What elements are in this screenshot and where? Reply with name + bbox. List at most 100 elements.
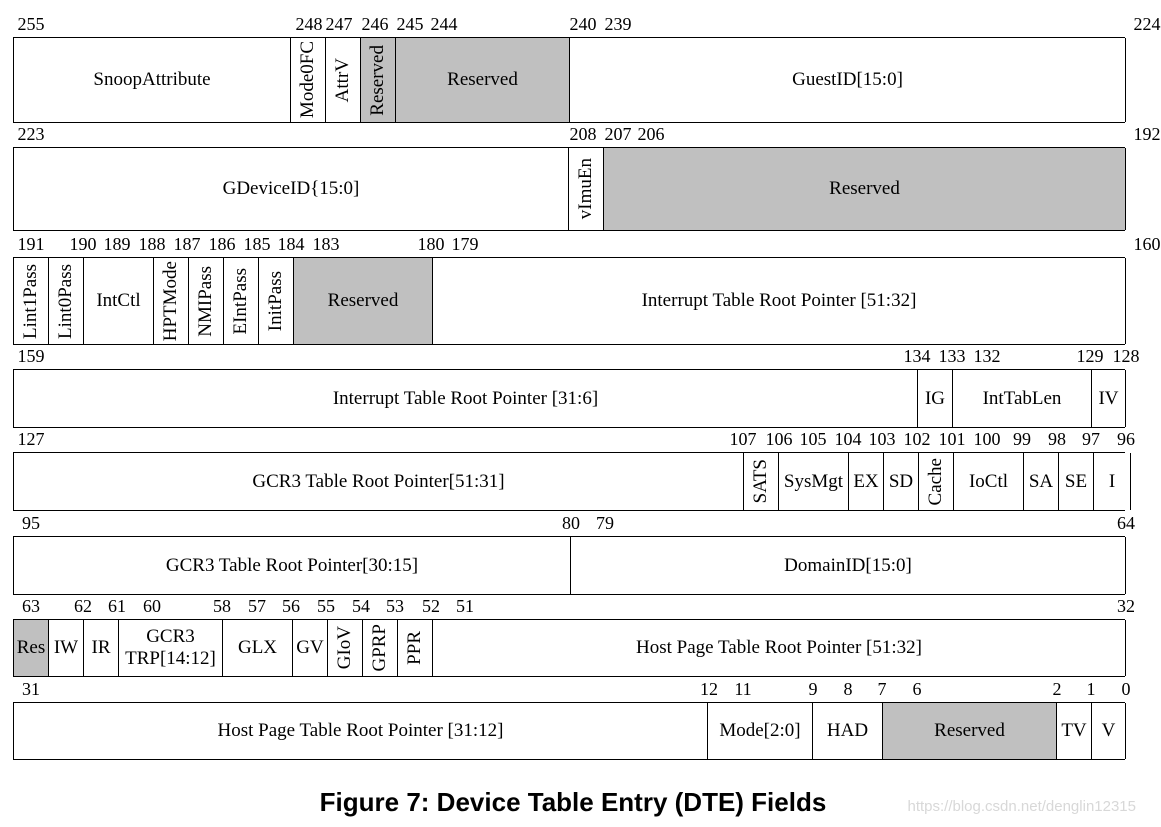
bit-field: Cache bbox=[919, 453, 954, 510]
bit-field: GLX bbox=[223, 620, 293, 676]
bit-field: GDeviceID{15:0] bbox=[14, 148, 569, 230]
bit-number: 187 bbox=[173, 234, 201, 254]
field-label: IntTabLen bbox=[982, 387, 1062, 409]
bit-field: SA bbox=[1024, 453, 1059, 510]
bit-field: SysMgt bbox=[779, 453, 849, 510]
field-label: IntCtl bbox=[96, 290, 141, 311]
field-label: SE bbox=[1064, 470, 1088, 492]
field-label: GCR3 Table Root Pointer[51:31] bbox=[252, 470, 505, 492]
bit-field: IW bbox=[49, 620, 84, 676]
bit-field: V bbox=[1092, 703, 1126, 759]
field-label: InitPass bbox=[265, 270, 286, 332]
bit-number: 2 bbox=[1052, 679, 1062, 699]
field-label: Reserved bbox=[934, 720, 1005, 741]
bit-field: NMIPass bbox=[189, 258, 224, 344]
bit-number: 79 bbox=[596, 513, 614, 533]
register-row: Host Page Table Root Pointer [31:12] Mode… bbox=[13, 702, 1126, 760]
bit-field: SE bbox=[1059, 453, 1094, 510]
field-label: EX bbox=[853, 470, 879, 492]
bit-field: EIntPass bbox=[224, 258, 259, 344]
bit-field: HPTMode bbox=[154, 258, 189, 344]
field-label: IV bbox=[1098, 387, 1119, 409]
bit-number: 9 bbox=[808, 679, 818, 699]
bit-number: 11 bbox=[734, 679, 752, 699]
field-label: I bbox=[1108, 470, 1116, 492]
bit-field: GCR3 Table Root Pointer[30:15] bbox=[14, 537, 571, 594]
bit-number: 100 bbox=[973, 429, 1001, 449]
bit-number: 98 bbox=[1048, 429, 1066, 449]
field-label: Mode[2:0] bbox=[719, 720, 801, 741]
bit-number: 192 bbox=[1133, 124, 1161, 144]
bit-field: GCR3 TRP[14:12] bbox=[119, 620, 223, 676]
bit-number: 129 bbox=[1076, 346, 1104, 366]
field-label: TV bbox=[1061, 720, 1087, 741]
field-label: vImuEn bbox=[575, 158, 596, 220]
bit-number: 128 bbox=[1112, 346, 1140, 366]
bit-number: 55 bbox=[317, 596, 335, 616]
bit-number: 206 bbox=[637, 124, 665, 144]
bit-number: 61 bbox=[108, 596, 126, 616]
field-label: SnoopAttribute bbox=[93, 69, 211, 90]
bit-number: 12 bbox=[700, 679, 718, 699]
bit-number: 32 bbox=[1117, 596, 1135, 616]
bit-number: 64 bbox=[1117, 513, 1135, 533]
field-label: IR bbox=[91, 637, 111, 658]
bit-field: IoCtl bbox=[954, 453, 1024, 510]
field-label: Reserved bbox=[367, 44, 388, 116]
field-label: IG bbox=[924, 387, 946, 409]
reserved-field: Res bbox=[14, 620, 49, 676]
bit-number: 159 bbox=[17, 346, 45, 366]
bit-number: 0 bbox=[1121, 679, 1131, 699]
field-label: HAD bbox=[826, 720, 869, 741]
field-label: GCR3 Table Root Pointer[30:15] bbox=[165, 554, 419, 576]
bit-number: 239 bbox=[604, 14, 632, 34]
field-label: GPRP bbox=[369, 624, 390, 672]
field-label: SD bbox=[888, 470, 914, 492]
reserved-field: Reserved bbox=[361, 38, 396, 122]
field-label: GLX bbox=[237, 637, 278, 658]
bit-number: 80 bbox=[562, 513, 580, 533]
bit-field: IR bbox=[84, 620, 119, 676]
bit-number: 51 bbox=[456, 596, 474, 616]
bit-number: 95 bbox=[22, 513, 40, 533]
register-row: GCR3 Table Root Pointer[51:31] SATS SysMgt… bbox=[13, 452, 1131, 511]
bit-number: 185 bbox=[243, 234, 271, 254]
bit-number: 208 bbox=[569, 124, 597, 144]
bit-number: 97 bbox=[1082, 429, 1100, 449]
reserved-field: Reserved bbox=[883, 703, 1057, 759]
bit-number: 244 bbox=[430, 14, 458, 34]
bit-number: 7 bbox=[877, 679, 887, 699]
bit-field: DomainID[15:0] bbox=[571, 537, 1126, 594]
bit-number: 184 bbox=[277, 234, 305, 254]
bit-number: 56 bbox=[282, 596, 300, 616]
bit-field: vImuEn bbox=[569, 148, 604, 230]
bit-field: I bbox=[1094, 453, 1131, 510]
bit-number: 63 bbox=[22, 596, 40, 616]
bit-field: SD bbox=[884, 453, 919, 510]
bit-number: 8 bbox=[843, 679, 853, 699]
field-label: Res bbox=[16, 637, 46, 658]
bit-number: 179 bbox=[451, 234, 479, 254]
field-label: SATS bbox=[750, 459, 771, 504]
bit-number: 103 bbox=[868, 429, 896, 449]
bit-number: 240 bbox=[569, 14, 597, 34]
bit-field: IntCtl bbox=[84, 258, 154, 344]
bit-number: 245 bbox=[396, 14, 424, 34]
bit-field: SATS bbox=[744, 453, 779, 510]
field-label: GuestID[15:0] bbox=[792, 69, 903, 90]
bit-field: Lint1Pass bbox=[14, 258, 49, 344]
bit-field: SnoopAttribute bbox=[14, 38, 291, 122]
bit-number: 127 bbox=[17, 429, 45, 449]
field-label: Host Page Table Root Pointer [31:12] bbox=[217, 720, 504, 741]
bit-number: 186 bbox=[208, 234, 236, 254]
bit-number: 207 bbox=[604, 124, 632, 144]
bit-number: 248 bbox=[295, 14, 323, 34]
bit-number: 99 bbox=[1013, 429, 1031, 449]
bit-number: 132 bbox=[973, 346, 1001, 366]
field-label: EIntPass bbox=[230, 267, 251, 335]
bit-number: 247 bbox=[325, 14, 353, 34]
